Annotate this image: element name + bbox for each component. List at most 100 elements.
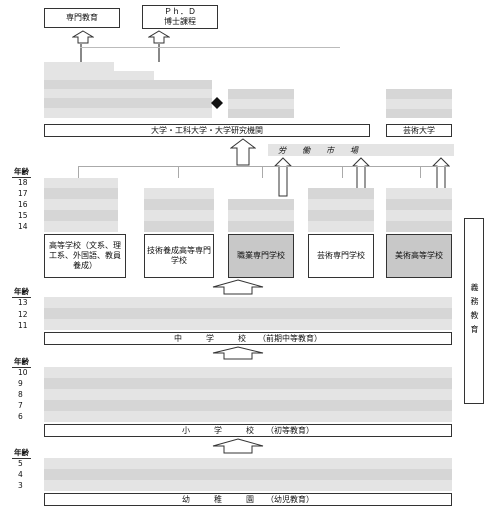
primary-school-label: 小 学 校 （初等教育） bbox=[182, 426, 314, 435]
secondary-band bbox=[308, 188, 374, 199]
university-band bbox=[44, 98, 212, 108]
doctoral-course-label: 博士課程 bbox=[164, 17, 196, 26]
middle-school-box: 中 学 校 （前期中等教育） bbox=[44, 332, 452, 345]
arrow-to-specialized-icon bbox=[72, 30, 94, 44]
university-band bbox=[386, 89, 452, 99]
university-box: 大学・工科大学・大学研究機関 bbox=[44, 124, 370, 137]
secondary-band bbox=[386, 199, 452, 210]
secondary-band bbox=[144, 221, 214, 232]
labor-market-band bbox=[268, 144, 454, 156]
middle-school-label: 中 学 校 （前期中等教育） bbox=[174, 334, 322, 343]
age-header: 年齢 bbox=[12, 167, 31, 178]
secondary-band bbox=[386, 210, 452, 221]
connector-line bbox=[262, 166, 263, 178]
phd-box: Ｐｈ．Ｄ 博士課程 bbox=[142, 5, 218, 29]
arts-university-box: 芸術大学 bbox=[386, 124, 452, 137]
arrow-up-icon bbox=[212, 346, 264, 360]
university-band bbox=[44, 80, 212, 89]
vocational-school-label: 職業専門学校 bbox=[237, 251, 285, 260]
secondary-band bbox=[44, 188, 118, 199]
university-band bbox=[44, 89, 212, 98]
age-label: 11 bbox=[18, 321, 28, 330]
secondary-band bbox=[44, 221, 118, 232]
university-band bbox=[228, 109, 294, 118]
primary-school-band bbox=[44, 411, 452, 422]
connector-line bbox=[158, 44, 160, 62]
age-label: 5 bbox=[18, 459, 23, 468]
age-label: 10 bbox=[18, 368, 28, 377]
age-label: 15 bbox=[18, 211, 28, 220]
primary-school-band bbox=[44, 389, 452, 400]
kindergarten-band bbox=[44, 458, 452, 469]
age-label: 6 bbox=[18, 412, 23, 421]
middle-school-band bbox=[44, 297, 452, 308]
primary-school-band bbox=[44, 378, 452, 389]
arts-vocational-school-box: 芸術専門学校 bbox=[308, 234, 374, 278]
middle-school-band bbox=[44, 308, 452, 319]
age-label: 7 bbox=[18, 401, 23, 410]
university-band bbox=[44, 71, 154, 80]
university-band bbox=[44, 108, 212, 118]
secondary-band bbox=[228, 221, 294, 232]
compulsory-education-box: 義務教育 bbox=[464, 218, 484, 404]
arts-university-label: 芸術大学 bbox=[403, 125, 435, 135]
arrow-to-phd-icon bbox=[148, 30, 170, 44]
phd-label: Ｐｈ．Ｄ bbox=[164, 7, 196, 16]
arrow-to-labor-icon bbox=[274, 157, 292, 197]
secondary-band bbox=[228, 199, 294, 210]
connector-line bbox=[420, 166, 421, 178]
arts-vocational-school-label: 芸術専門学校 bbox=[317, 251, 365, 260]
connector-line bbox=[80, 47, 340, 48]
primary-school-band bbox=[44, 367, 452, 378]
secondary-band bbox=[228, 210, 294, 221]
secondary-band bbox=[144, 210, 214, 221]
age-label: 8 bbox=[18, 390, 23, 399]
secondary-band bbox=[308, 199, 374, 210]
labor-market-label: 労 働 市 場 bbox=[278, 146, 358, 155]
arrow-up-icon bbox=[212, 279, 264, 295]
connector-line bbox=[342, 166, 343, 178]
primary-school-band bbox=[44, 400, 452, 411]
age-label: 9 bbox=[18, 379, 23, 388]
secondary-band bbox=[386, 221, 452, 232]
secondary-band bbox=[44, 178, 118, 188]
connector-line bbox=[178, 166, 179, 178]
connector-line bbox=[78, 166, 448, 167]
university-band bbox=[386, 99, 452, 109]
technical-college-box: 技術養成高等専門学校 bbox=[144, 234, 214, 278]
primary-school-box: 小 学 校 （初等教育） bbox=[44, 424, 452, 437]
kindergarten-label: 幼 稚 園 （幼児教育） bbox=[182, 495, 314, 504]
specialized-education-box: 専門教育 bbox=[44, 8, 120, 28]
age-label: 4 bbox=[18, 470, 23, 479]
age-label: 12 bbox=[18, 310, 28, 319]
high-school-box: 高等学校（文系、理工系、外国語、教員養成） bbox=[44, 234, 126, 278]
kindergarten-band bbox=[44, 469, 452, 480]
university-band bbox=[228, 89, 294, 99]
kindergarten-band bbox=[44, 480, 452, 491]
connector-line bbox=[80, 44, 82, 62]
secondary-band bbox=[144, 199, 214, 210]
high-school-label: 高等学校（文系、理工系、外国語、教員養成） bbox=[49, 241, 121, 270]
specialized-education-label: 専門教育 bbox=[66, 13, 98, 22]
age-header: 年齢 bbox=[12, 448, 31, 459]
university-band bbox=[44, 62, 114, 71]
age-label: 18 bbox=[18, 178, 28, 187]
age-header: 年齢 bbox=[12, 357, 31, 368]
university-label: 大学・工科大学・大学研究機関 bbox=[151, 125, 263, 135]
secondary-band bbox=[144, 188, 214, 199]
secondary-band bbox=[386, 188, 452, 199]
secondary-band bbox=[308, 210, 374, 221]
vocational-school-box: 職業専門学校 bbox=[228, 234, 294, 278]
secondary-band bbox=[44, 210, 118, 221]
age-label: 3 bbox=[18, 481, 23, 490]
age-label: 14 bbox=[18, 222, 28, 231]
secondary-band bbox=[44, 199, 118, 210]
fine-arts-high-school-box: 美術高等学校 bbox=[386, 234, 452, 278]
university-band bbox=[386, 109, 452, 118]
diamond-icon bbox=[211, 97, 223, 109]
age-label: 16 bbox=[18, 200, 28, 209]
age-header: 年齢 bbox=[12, 287, 31, 298]
secondary-band bbox=[308, 221, 374, 232]
age-label: 17 bbox=[18, 189, 28, 198]
university-band bbox=[228, 99, 294, 109]
